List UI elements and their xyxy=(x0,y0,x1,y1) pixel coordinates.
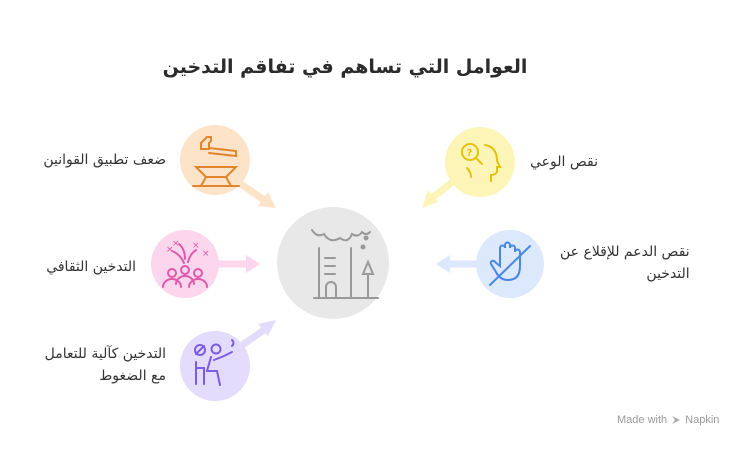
gavel-anvil-icon xyxy=(192,136,240,187)
laws-circle xyxy=(180,125,250,195)
factor-label-laws: ضعف تطبيق القوانين xyxy=(43,152,166,168)
factor-label-stress-line1: التدخين كآلية للتعامل xyxy=(44,346,166,362)
svg-text:×: × xyxy=(166,245,174,255)
smoking-factory-icon xyxy=(311,229,379,299)
stressed-smoker-icon xyxy=(194,339,235,386)
people-celebration-icon: ×× ×× xyxy=(162,239,210,288)
hand-crossed-icon xyxy=(489,241,531,286)
arrow-culture xyxy=(218,255,260,273)
factor-label-stress: التدخين كآلية للتعامل مع الضغوط xyxy=(45,343,166,387)
napkin-brand: Napkin xyxy=(685,414,720,426)
factor-label-support-line1: نقص الدعم للإقلاع عن xyxy=(560,244,690,260)
made-with-napkin: Made with Napkin xyxy=(617,414,719,426)
diagram-title: العوامل التي تساهم في تفاقم التدخين xyxy=(162,56,528,78)
stress-circle xyxy=(180,331,250,401)
factor-label-awareness: نقص الوعي xyxy=(530,154,598,170)
center-circle xyxy=(277,207,389,319)
factor-label-support-line2: التدخين xyxy=(646,266,690,282)
arrow-awareness xyxy=(422,177,458,208)
svg-text:×: × xyxy=(202,249,210,259)
svg-text:?: ? xyxy=(467,148,473,159)
factor-label-culture: التدخين الثقافي xyxy=(46,259,136,275)
svg-text:×: × xyxy=(192,241,200,251)
factor-label-stress-line2: مع الضغوط xyxy=(99,368,166,384)
arrow-support xyxy=(436,255,478,273)
culture-circle xyxy=(151,230,219,298)
napkin-logo-icon xyxy=(672,416,681,424)
arrow-stress xyxy=(236,320,276,351)
factor-label-support: نقص الدعم للإقلاع عن التدخين xyxy=(560,241,690,285)
made-with-text: Made with xyxy=(617,414,668,426)
svg-text:×: × xyxy=(172,239,180,249)
arrow-laws xyxy=(236,179,276,208)
head-question-icon: ? xyxy=(461,143,502,182)
support-circle xyxy=(476,230,544,298)
